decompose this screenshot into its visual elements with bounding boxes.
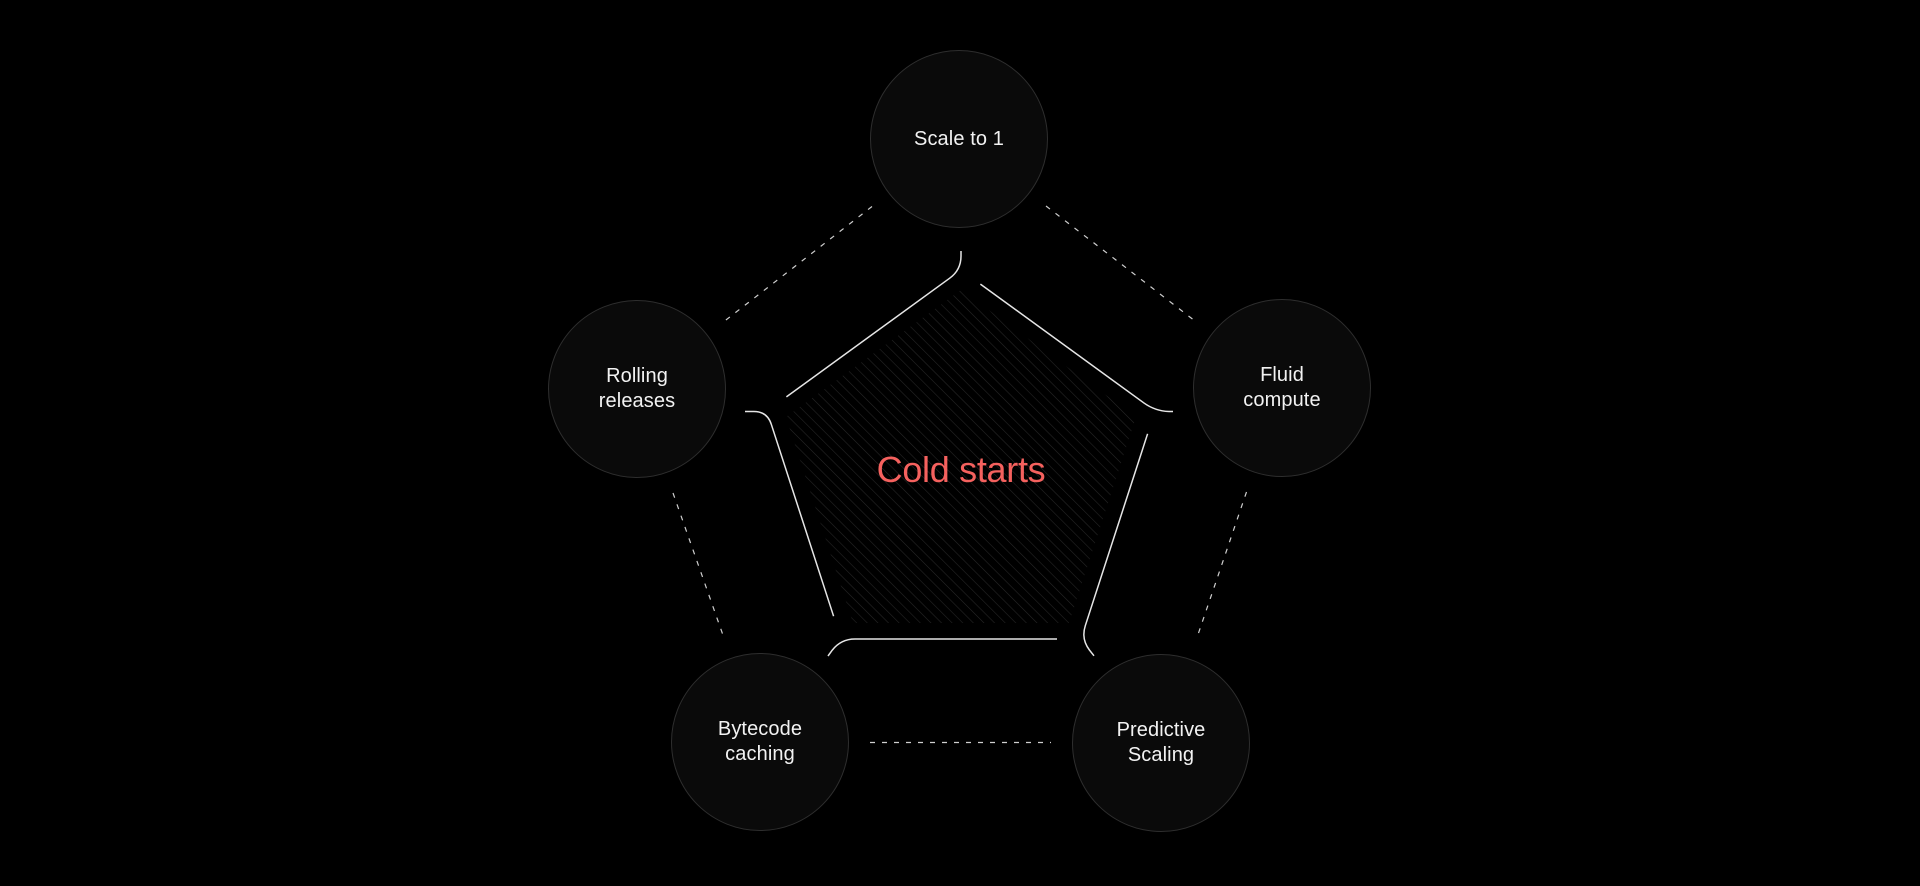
center-title: Cold starts xyxy=(876,449,1046,490)
node-bytecode-caching: Bytecode caching xyxy=(671,653,849,831)
edge-bottom-right-to-lower-right xyxy=(1083,433,1149,657)
node-label-line: Scale to 1 xyxy=(914,127,1004,150)
dashed-connector-top-left xyxy=(723,206,873,322)
node-label: Predictive Scaling xyxy=(1117,718,1206,768)
node-scale-to-1: Scale to 1 xyxy=(870,50,1048,228)
node-label-line: Predictive xyxy=(1116,719,1206,741)
dashed-ring xyxy=(672,205,1248,744)
pentagon-edges xyxy=(745,251,1173,657)
dashed-connector-top-right xyxy=(1045,205,1196,322)
node-label: Scale to 1 xyxy=(914,127,1004,152)
node-label-line: caching xyxy=(725,743,795,765)
edge-bottom-left-to-bottom xyxy=(827,638,1057,657)
edge-left-to-lower-left xyxy=(745,410,835,617)
node-fluid-compute: Fluid compute xyxy=(1193,299,1371,477)
node-rolling-releases: Rolling releases xyxy=(548,300,726,478)
node-label: Bytecode caching xyxy=(718,717,802,767)
edge-top-to-upper-left xyxy=(785,251,962,398)
dashed-connector-left-bottom xyxy=(672,492,725,639)
node-label-line: Rolling xyxy=(606,365,668,387)
edge-right-to-upper-right xyxy=(979,283,1173,413)
node-predictive-scaling: Predictive Scaling xyxy=(1072,654,1250,832)
pentagon-hatch-fill xyxy=(786,290,1136,623)
dashed-connector-right-bottom xyxy=(1195,491,1248,640)
node-label-line: Bytecode xyxy=(717,718,803,740)
node-label-line: releases xyxy=(598,390,676,412)
node-label-line: Scaling xyxy=(1127,744,1195,766)
node-label: Fluid compute xyxy=(1243,363,1320,413)
node-label: Rolling releases xyxy=(599,364,675,414)
node-label-line: Fluid xyxy=(1260,364,1304,386)
node-label-line: compute xyxy=(1243,389,1321,411)
